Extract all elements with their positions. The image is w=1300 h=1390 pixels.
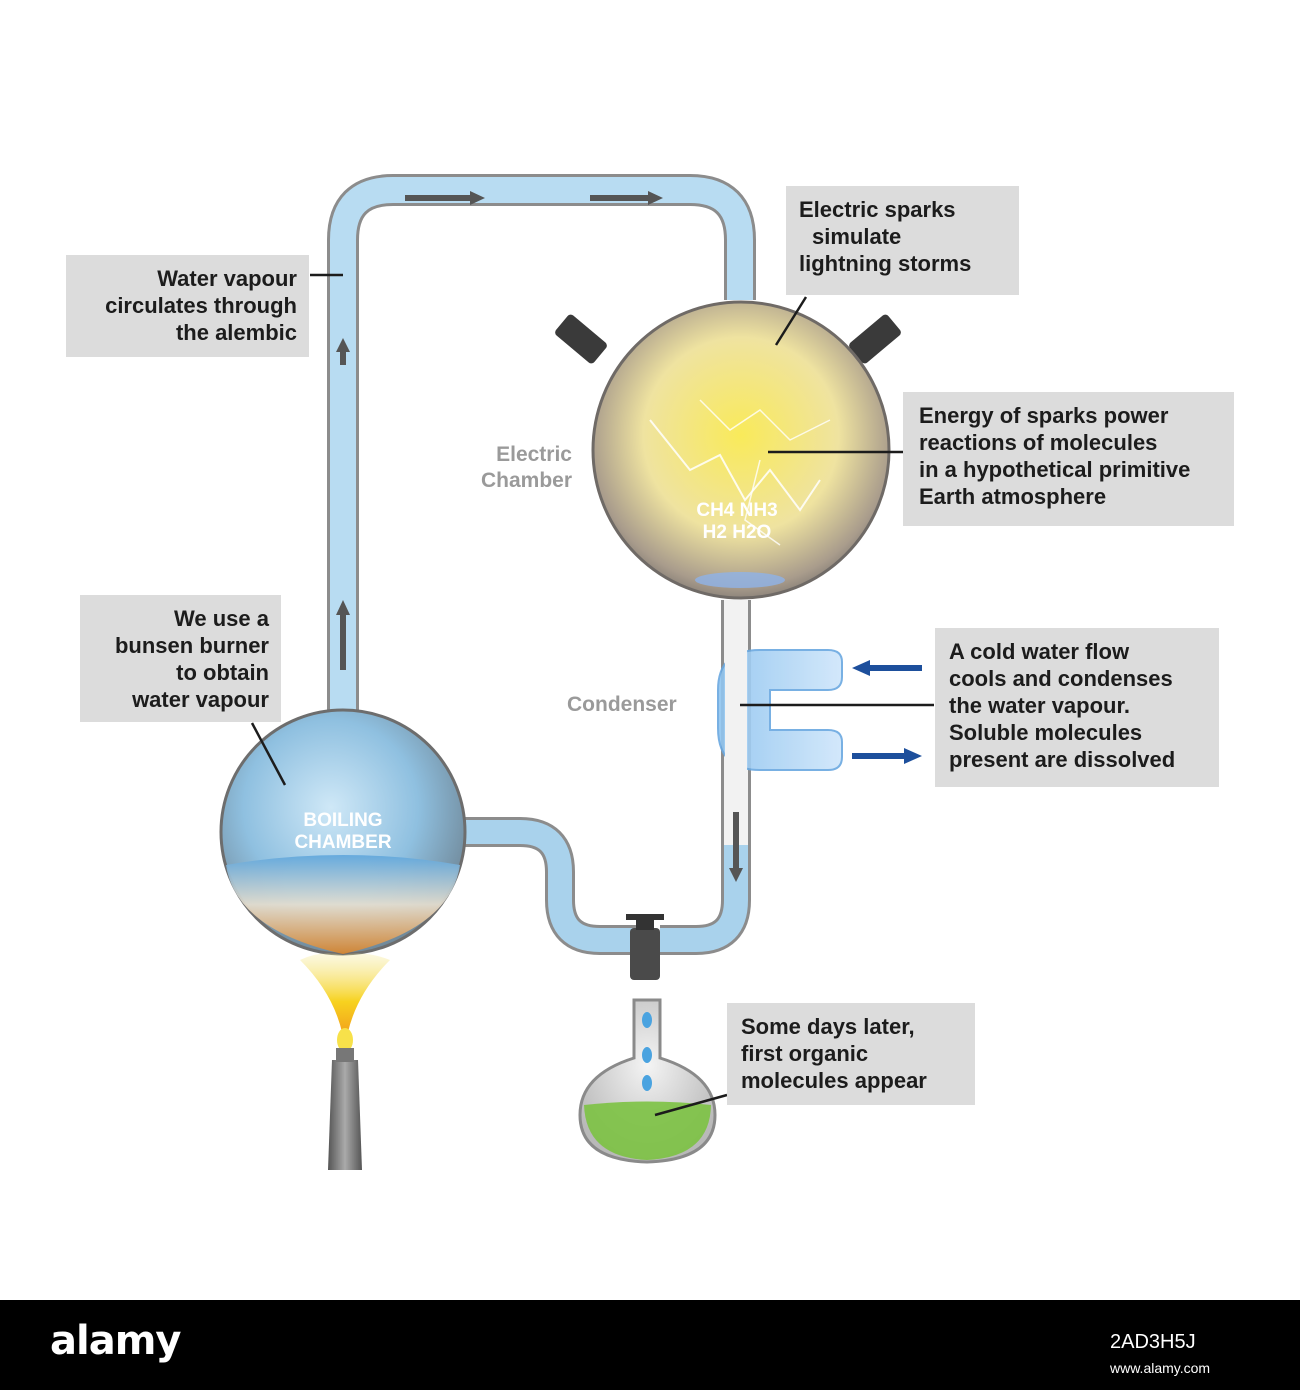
electric-chamber-label: Electric Chamber [462,442,572,494]
callout-water-vapour-line-2: circulates through [105,293,297,318]
image-id: 2AD3H5J [1110,1331,1196,1353]
gases-label-line-2: H2 H2O [702,522,772,543]
callout-cold-water-line-1: A cold water flow [949,639,1130,664]
callout-energy-sparks-line-1: Energy of sparks power [919,403,1169,428]
callout-bunsen-line-2: bunsen burner [114,633,269,658]
callout-electric-sparks-line-1: Electric sparks [799,197,956,222]
callout-energy-sparks-line-2: reactions of molecules [919,430,1158,455]
callout-energy-sparks-line-4: Earth atmosphere [919,484,1107,509]
callout-organic-line-3: molecules appear [741,1068,927,1093]
leader-lines [250,273,934,1117]
valve [626,914,664,980]
boiling-chamber-label-line-2: CHAMBER [294,832,392,853]
callout-electric-sparks-line-2: simulate [812,224,902,249]
boiling-chamber-label: BOILING CHAMBER [268,810,418,854]
gases-label: CH4 NH3 H2 H2O [667,500,807,544]
miller-urey-apparatus-diagram [219,174,934,1170]
condenser-label: Condenser [567,693,677,716]
callout-water-vapour: Water vapour circulates through the alem… [66,255,309,357]
electric-chamber-label-line-2: Chamber [480,469,572,492]
callout-bunsen-line-4: water vapour [132,687,269,712]
callout-energy-sparks: Energy of sparks power reactions of mole… [903,392,1234,526]
flow-arrows [336,191,743,882]
callout-water-vapour-line-3: the alembic [175,320,297,345]
callout-bunsen-line-3: to obtain [176,660,269,685]
bunsen-burner [300,953,390,1170]
callout-electric-sparks: Electric sparks simulate lightning storm… [786,186,1019,295]
collection-flask [578,998,717,1164]
callout-cold-water: A cold water flow cools and condenses th… [935,628,1219,787]
callout-organic-line-2: first organic [741,1041,869,1066]
footer-bar: alamy 2AD3H5J www.alamy.com [0,1300,1300,1390]
callout-organic-line-1: Some days later, [741,1014,915,1039]
condenser [717,649,922,771]
callout-organic: Some days later, first organic molecules… [727,1003,975,1105]
callout-bunsen: We use a bunsen burner to obtain water v… [80,595,281,722]
gases-label-line-1: CH4 NH3 [696,500,778,521]
footer-url: www.alamy.com [1110,1360,1211,1376]
glass-tube-loop [327,174,756,955]
electric-chamber-label-line-1: Electric [496,443,572,466]
callout-bunsen-line-1: We use a [174,606,269,631]
callout-cold-water-line-3: the water vapour. [949,693,1130,718]
electric-chamber [555,300,901,600]
callout-cold-water-line-4: Soluble molecules [949,720,1143,745]
callout-electric-sparks-line-3: lightning storms [799,251,972,276]
alamy-logo: alamy [50,1318,181,1364]
callout-cold-water-line-5: present are dissolved [949,747,1176,772]
callout-water-vapour-line-1: Water vapour [157,266,297,291]
callout-cold-water-line-2: cools and condenses [949,666,1173,691]
callout-energy-sparks-line-3: in a hypothetical primitive [919,457,1191,482]
boiling-chamber [219,708,467,956]
boiling-chamber-label-line-1: BOILING [303,810,383,831]
